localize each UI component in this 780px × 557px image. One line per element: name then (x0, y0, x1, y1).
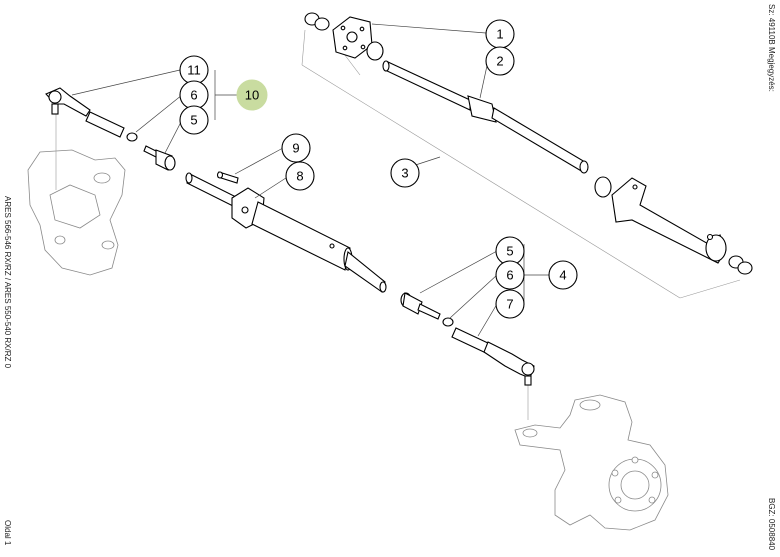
o-ring-bottom-right (728, 255, 753, 275)
o-ring-mid-right (594, 176, 612, 198)
callout-7[interactable]: 7 (495, 289, 525, 319)
inner-ball-joint-left (143, 145, 176, 171)
left-axle-housing-ghost (27, 149, 126, 276)
callout-6-right-label: 6 (506, 268, 513, 283)
callout-8[interactable]: 8 (285, 161, 315, 191)
right-steering-knuckle-ghost (514, 394, 669, 531)
margin-reference-text: Sz: 49110B Megjegyzés: (767, 4, 776, 92)
callout-2-label: 2 (496, 54, 503, 69)
tie-rod-tube-left (85, 111, 125, 138)
margin-code-text: BGZ: 0508840 (767, 498, 776, 551)
bolt-9 (216, 171, 239, 184)
callout-1-label: 1 (496, 27, 503, 42)
callout-2[interactable]: 2 (485, 46, 515, 76)
tie-rod-tube-right (451, 327, 491, 354)
cylinder-8 (185, 172, 387, 293)
o-ring-flange (366, 41, 384, 61)
callout-5-right-label: 5 (506, 244, 513, 259)
callout-4[interactable]: 4 (548, 260, 578, 290)
callout-10-label: 10 (245, 88, 259, 103)
cylinder-barrel-right (611, 177, 727, 264)
callout-5-left-label: 5 (190, 113, 197, 128)
callout-3[interactable]: 3 (390, 158, 420, 188)
callout-6-left[interactable]: 6 (179, 80, 209, 110)
callout-9-label: 9 (292, 141, 299, 156)
callout-3-label: 3 (401, 166, 408, 181)
callout-1[interactable]: 1 (485, 19, 515, 49)
inner-ball-joint-right (400, 292, 441, 320)
callout-8-label: 8 (296, 169, 303, 184)
callout-7-label: 7 (506, 297, 513, 312)
tie-rod-end-right (483, 341, 535, 386)
callout-4-label: 4 (559, 268, 566, 283)
tie-rod-end-left (45, 87, 91, 117)
callout-10-highlighted[interactable]: 10 (236, 79, 268, 111)
callout-5-left[interactable]: 5 (179, 105, 209, 135)
callout-6-right[interactable]: 6 (495, 260, 525, 290)
callout-11[interactable]: 11 (179, 55, 209, 85)
o-ring-top-left (304, 12, 330, 31)
callout-11-label: 11 (187, 63, 201, 78)
lock-nut-left (126, 132, 138, 142)
cylinder-rod-upper (382, 60, 589, 174)
margin-model-text: ARES 566-546 RX/RZ / ARES 550-540 RX/RZ … (3, 196, 12, 369)
margin-page-text: Oldal 1 (3, 520, 12, 546)
lock-nut-right (442, 317, 454, 327)
assembly-lines (55, 29, 741, 420)
flange-plate (332, 16, 373, 59)
callout-6-left-label: 6 (190, 88, 197, 103)
callout-9[interactable]: 9 (281, 133, 311, 163)
